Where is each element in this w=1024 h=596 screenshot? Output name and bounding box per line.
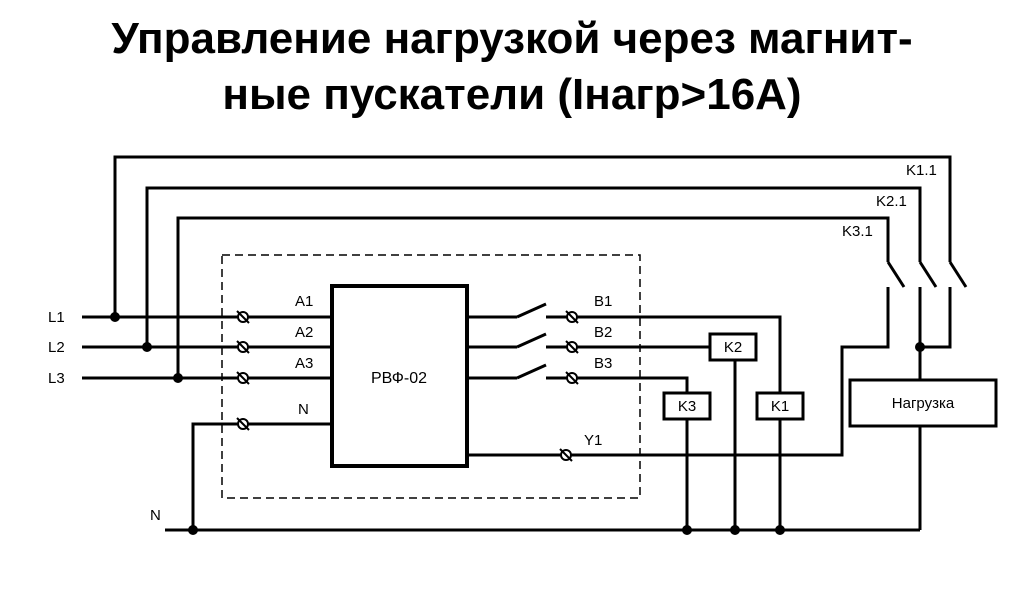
terminal-b2 — [565, 340, 579, 354]
label-k3-1: K3.1 — [842, 223, 873, 240]
label-b1: B1 — [594, 293, 612, 310]
b1-contact-blade — [516, 302, 547, 319]
junction-dot — [188, 525, 198, 535]
terminal-a2 — [236, 340, 250, 354]
relay-neutral-wire — [191, 422, 332, 530]
title-line-2: ные пускатели (Iнагр>16A) — [222, 70, 802, 119]
k3-1-contact-blade — [886, 261, 906, 288]
load-box — [848, 378, 998, 428]
k1-1-contact-blade — [948, 261, 968, 288]
b3-output-wire — [546, 376, 689, 393]
label-a3: A3 — [295, 355, 313, 372]
label-y1: Y1 — [584, 432, 602, 449]
label-a1: A1 — [295, 293, 313, 310]
label-b2: B2 — [594, 324, 612, 341]
terminal-n — [236, 417, 250, 431]
label-coil-k1: K1 — [771, 398, 789, 415]
b1-output-wire — [546, 315, 782, 393]
k2-1-contact-blade — [918, 261, 938, 288]
label-l2: L2 — [48, 339, 65, 356]
junction-dot — [142, 342, 152, 352]
label-coil-k2: K2 — [724, 339, 742, 356]
relay-block — [330, 284, 469, 468]
title-line-1: Управление нагрузкой через магнит- — [111, 14, 913, 63]
label-b3: B3 — [594, 355, 612, 372]
label-coil-k3: K3 — [678, 398, 696, 415]
b3-contact-blade — [516, 363, 547, 380]
coil-k2 — [708, 332, 758, 362]
junction-dot — [110, 312, 120, 322]
terminal-a3 — [236, 371, 250, 385]
terminal-b3 — [565, 371, 579, 385]
junction-dot — [173, 373, 183, 383]
terminal-b1 — [565, 310, 579, 324]
label-load: Нагрузка — [892, 395, 955, 412]
label-l1: L1 — [48, 309, 65, 326]
relay-name: РВФ-02 — [371, 370, 427, 387]
l3-bypass-wire — [176, 216, 890, 378]
label-l3: L3 — [48, 370, 65, 387]
terminal-y1 — [559, 448, 573, 462]
l1-bypass-wire — [113, 155, 952, 317]
b2-contact-blade — [516, 332, 547, 349]
label-relay-n: N — [298, 401, 309, 418]
label-a2: A2 — [295, 324, 313, 341]
k1-1-output-wire — [920, 287, 952, 349]
terminal-a1 — [236, 310, 250, 324]
label-neutral: N — [150, 507, 161, 524]
label-k1-1: K1.1 — [906, 162, 937, 179]
label-k2-1: K2.1 — [876, 193, 907, 210]
l2-bypass-wire — [145, 186, 922, 347]
y1-output-wire — [467, 287, 890, 457]
